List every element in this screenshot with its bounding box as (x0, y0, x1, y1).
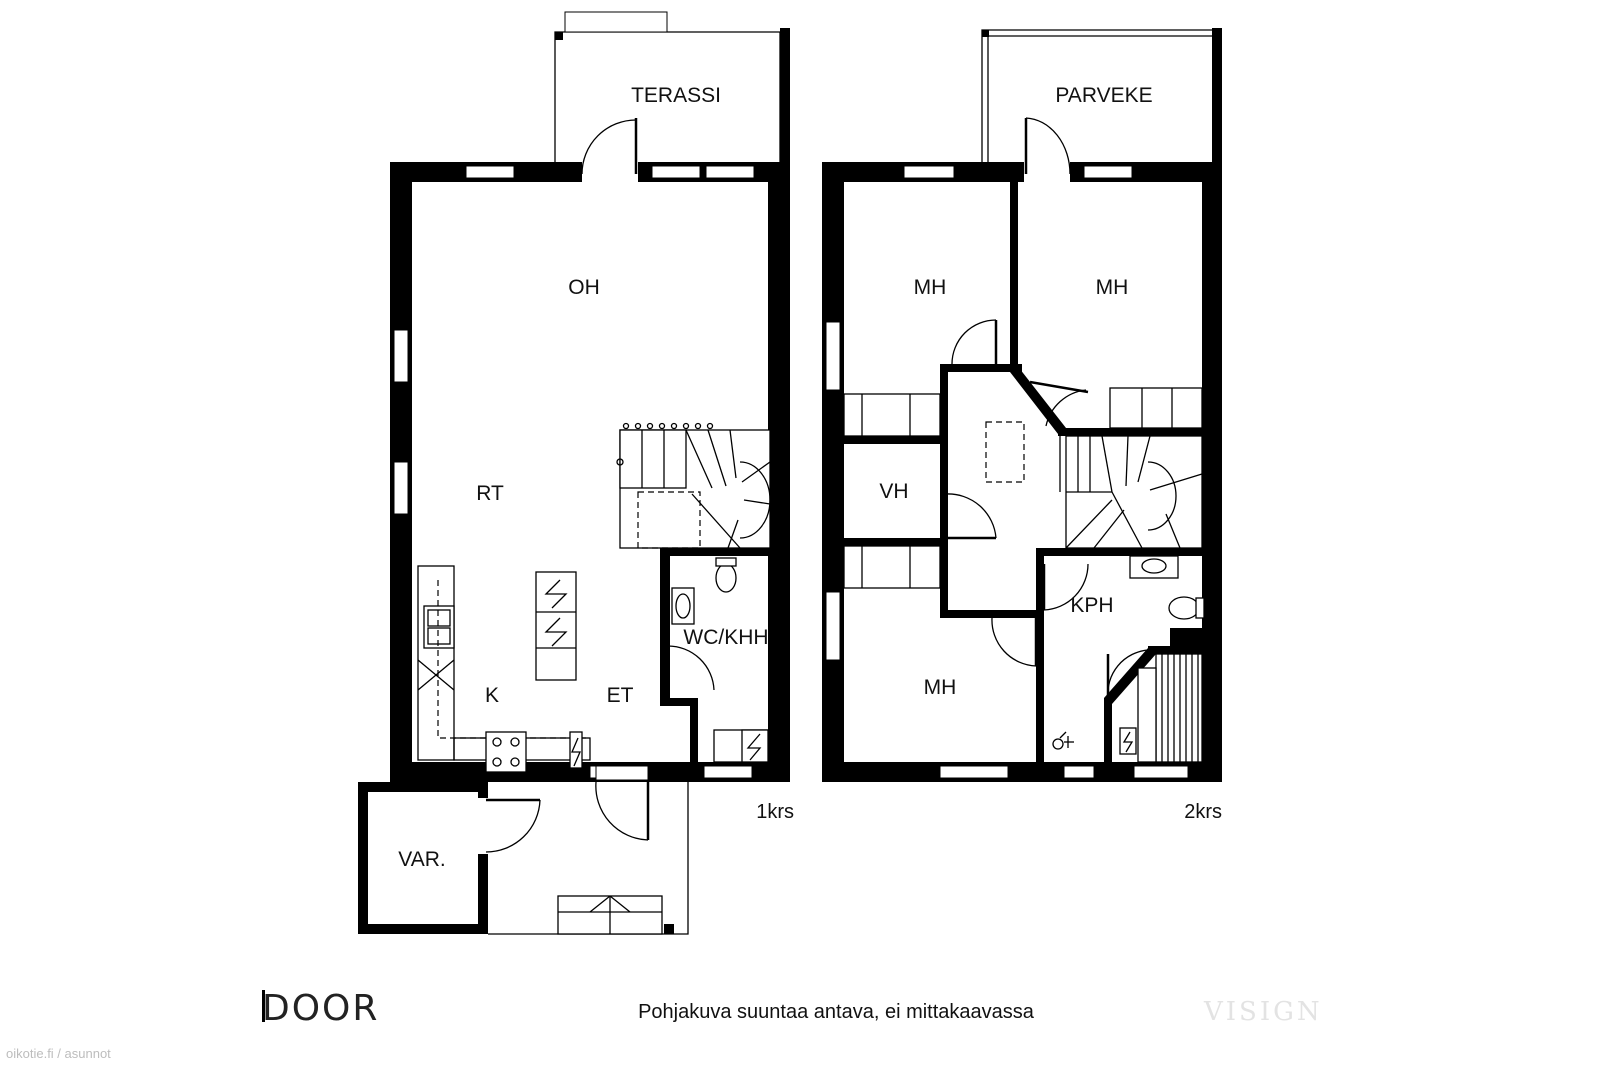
room-label-et: ET (607, 684, 634, 707)
floor-label-2: 2krs (1184, 801, 1222, 823)
visign-watermark: VISIGN (1203, 997, 1323, 1027)
hall-doors (945, 319, 1149, 699)
room-label-mh-2: MH (1096, 276, 1129, 299)
stair-handrail-posts (616, 422, 714, 466)
room-label-var: VAR. (398, 848, 445, 871)
second-floor-windows (825, 165, 1189, 779)
room-label-rt: RT (476, 482, 504, 505)
source-watermark: oikotie.fi / asunnot (6, 1046, 111, 1061)
room-label-parveke: PARVEKE (1055, 84, 1152, 107)
brand-logo: DOOR (262, 988, 379, 1029)
terrace-door (581, 118, 638, 184)
terrace-outline (554, 11, 790, 162)
room-label-wc-khh: WC/KHH (683, 626, 768, 649)
sauna-heater-icon (1119, 727, 1137, 755)
second-floor-plan: PARVEKE MH MH VH MH KPH 2krs (822, 28, 1222, 823)
second-floor-stairs (1059, 435, 1203, 549)
kitchen-island (535, 571, 577, 681)
room-label-oh: OH (568, 276, 600, 299)
room-label-terassi: TERASSI (631, 84, 721, 107)
room-label-mh-1: MH (914, 276, 947, 299)
first-floor-stairs (616, 422, 771, 549)
kitchen-fixtures (417, 565, 591, 773)
stove-icon (485, 731, 527, 773)
sauna-bench (1137, 653, 1203, 763)
entrance-area (358, 765, 689, 935)
plan-disclaimer: Pohjakuva suuntaa antava, ei mittakaavas… (638, 1001, 1035, 1023)
bathroom-fixtures (1052, 555, 1205, 763)
balcony-door (1024, 117, 1071, 184)
wc-fixtures (666, 557, 769, 763)
footer: DOOR Pohjakuva suuntaa antava, ei mittak… (6, 988, 1323, 1061)
shower-icon (1052, 731, 1074, 750)
first-floor-windows (393, 165, 755, 779)
floor-label-1: 1krs (756, 801, 794, 823)
closets (843, 387, 1203, 589)
first-floor-plan: TERASSI OH RT K ET WC/KHH VAR. 1krs (358, 11, 794, 935)
room-label-mh-3: MH (924, 676, 957, 699)
room-label-vh: VH (879, 480, 908, 503)
room-label-kph: KPH (1070, 594, 1113, 617)
brand-wordmark: DOOR (262, 988, 379, 1029)
room-label-k: K (485, 684, 499, 707)
balcony-outline (981, 28, 1222, 162)
